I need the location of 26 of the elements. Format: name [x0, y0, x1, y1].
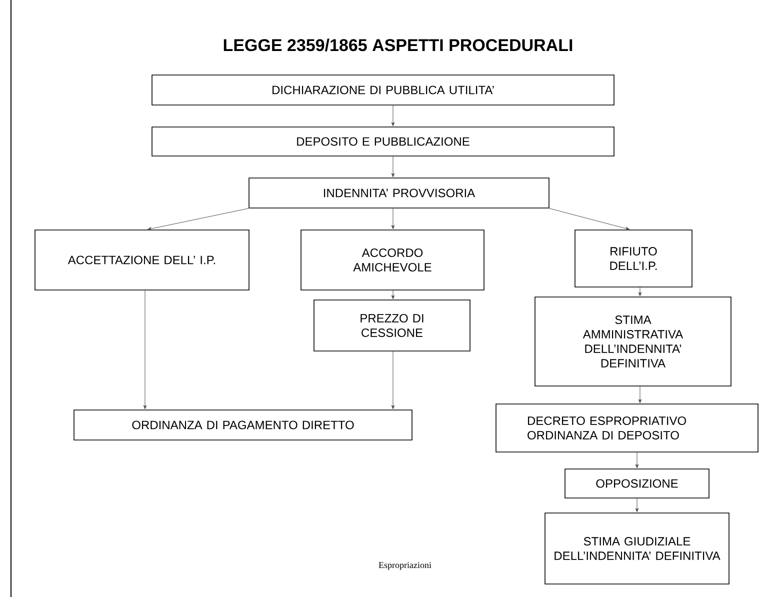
arrow: [391, 208, 395, 230]
process-box: DECRETO ESPROPRIATIVO ORDINANZA DI DEPOSITO: [496, 404, 758, 452]
arrow: [391, 105, 395, 126]
arrow: [391, 290, 395, 300]
arrow: [391, 351, 395, 410]
process-box: STIMA GIUDIZIALE DELL’INDENNITA’ DEFINITIVA: [544, 512, 730, 584]
process-box: DEPOSITO E PUBBLICAZIONE: [152, 126, 614, 156]
process-box: PREZZO DI CESSIONE: [314, 300, 470, 352]
process-box: RIFIUTO DELL’I.P.: [574, 230, 692, 288]
arrow: [635, 498, 639, 512]
process-box: OPPOSIZIONE: [564, 468, 710, 498]
arrow: [638, 287, 642, 296]
process-box: ORDINANZA DI PAGAMENTO DIRETTO: [74, 410, 412, 440]
arrow: [143, 290, 147, 410]
arrow: [638, 386, 642, 404]
title: LEGGE 2359/1865 ASPETTI PROCEDURALI: [224, 38, 572, 52]
process-box: INDENNITA’ PROVVISORIA: [248, 178, 550, 208]
arrow: [391, 156, 395, 178]
process-box: STIMA AMMINISTRATIVA DELL’INDENNITA’ DEFINITIVA: [534, 296, 732, 386]
footer-text: Espropriazioni: [378, 562, 432, 570]
arrow: [549, 208, 630, 230]
process-box: ACCETTAZIONE DELL’ I.P.: [34, 230, 250, 290]
process-box: ACCORDO AMICHEVOLE: [300, 230, 484, 290]
arrow: [635, 452, 639, 468]
process-box: DICHIARAZIONE DI PUBBLICA UTILITA’: [152, 74, 614, 106]
arrow: [147, 208, 249, 230]
